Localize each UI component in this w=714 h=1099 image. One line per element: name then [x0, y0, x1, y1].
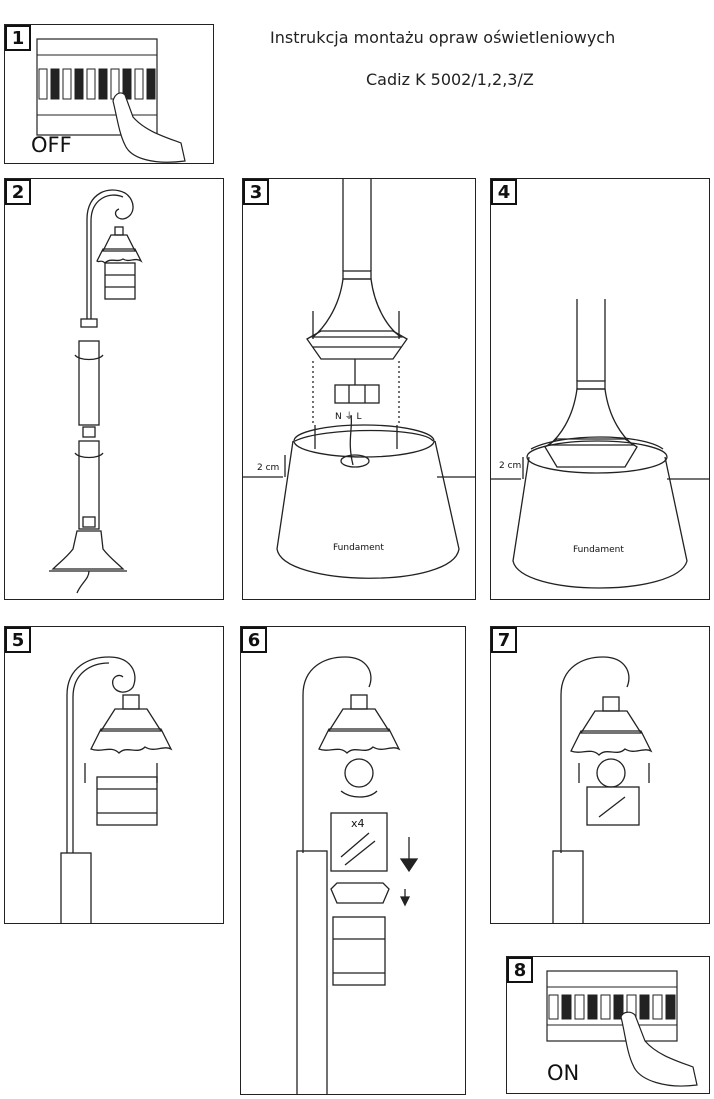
breaker-switch	[665, 994, 676, 1020]
height-label: 2 cm	[257, 463, 280, 473]
breaker-panel-on-drawing	[546, 970, 698, 1087]
step-3-panel: 3	[242, 178, 476, 600]
on-label: ON	[547, 1061, 580, 1085]
foundation-label: Fundament	[333, 543, 384, 553]
breaker-switch	[146, 68, 156, 100]
step-6-panel: 6 x4	[240, 626, 466, 1095]
step-2-number: 2	[5, 179, 31, 205]
step-2-panel: 2	[4, 178, 224, 600]
terminal-labels: N ⏚ L	[335, 412, 362, 422]
off-label: OFF	[31, 133, 72, 157]
step-7-number: 7	[491, 627, 517, 653]
breaker-switch	[50, 68, 60, 100]
breaker-switch	[652, 994, 663, 1020]
title-line-2: Cadiz K 5002/1,2,3/Z	[366, 70, 534, 89]
glass-count-label: x4	[351, 817, 365, 830]
breaker-switch	[574, 994, 585, 1020]
pole-assembly-drawing	[49, 189, 143, 594]
breaker-switch	[587, 994, 598, 1020]
breaker-switch	[62, 68, 72, 100]
mounted-base-drawing	[491, 299, 709, 589]
step-3-number: 3	[243, 179, 269, 205]
breaker-switch	[98, 68, 108, 100]
breaker-switch	[134, 68, 144, 100]
breaker-switch	[548, 994, 559, 1020]
breaker-switch	[600, 994, 611, 1020]
step-4-number: 4	[491, 179, 517, 205]
step-8-number: 8	[507, 957, 533, 983]
breaker-switch	[86, 68, 96, 100]
step-6-number: 6	[241, 627, 267, 653]
reassembly-drawing	[552, 656, 653, 923]
breaker-switch	[613, 994, 624, 1020]
step-7-panel: 7	[490, 626, 710, 924]
step-5-panel: 5	[4, 626, 224, 924]
breaker-switch	[561, 994, 572, 1020]
title-line-1: Instrukcja montażu opraw oświetleniowych	[270, 28, 616, 47]
step-1-panel: 1 OFF	[4, 24, 214, 164]
wiring-diagram-drawing	[243, 179, 475, 579]
height-label: 2 cm	[499, 461, 522, 471]
step-5-number: 5	[5, 627, 31, 653]
step-4-panel: 4 2 cm Fundament	[490, 178, 710, 600]
step-1-number: 1	[5, 25, 31, 51]
breaker-panel-off-drawing	[36, 38, 186, 163]
lantern-screws-drawing	[60, 656, 173, 923]
foundation-label: Fundament	[573, 545, 624, 555]
step-8-panel: 8 ON	[506, 956, 710, 1094]
breaker-switch	[74, 68, 84, 100]
breaker-switch	[639, 994, 650, 1020]
bulb-glass-drawing	[296, 656, 419, 1094]
breaker-switch	[38, 68, 48, 100]
